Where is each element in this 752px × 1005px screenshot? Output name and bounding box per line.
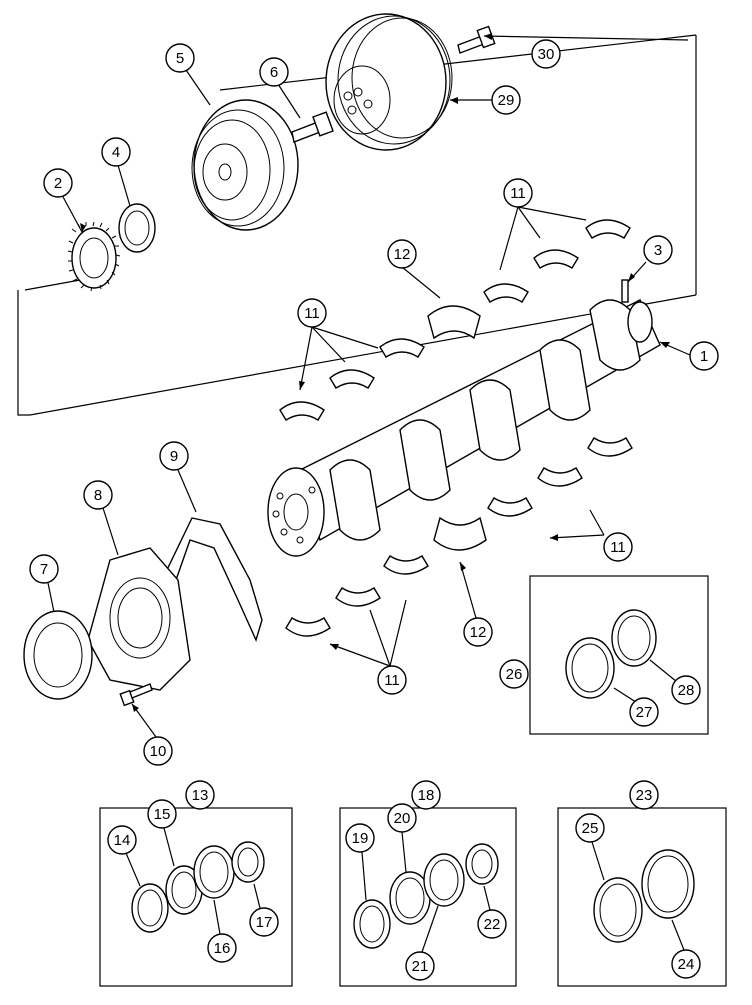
front-group-bracket (17, 35, 697, 416)
pulley-bolt (457, 25, 496, 54)
arrow-heads (80, 33, 670, 712)
callout-8: 8 (83, 480, 113, 510)
callout-14: 14 (107, 825, 137, 855)
callout-23: 23 (629, 780, 659, 810)
svg-text:18: 18 (418, 787, 435, 804)
callout-19: 19 (345, 823, 375, 853)
svg-text:23: 23 (636, 787, 653, 804)
svg-text:20: 20 (394, 810, 411, 827)
callout-11-top-right: 11 (503, 178, 533, 208)
callout-27: 27 (629, 697, 659, 727)
timing-gear (67, 221, 121, 292)
callout-11-lower-left: 11 (377, 665, 407, 695)
svg-text:25: 25 (582, 820, 599, 837)
callout-12-upper: 12 (387, 239, 417, 269)
crankshaft (267, 299, 661, 557)
rear-seal (23, 610, 93, 700)
callout-11-top-left: 11 (297, 298, 327, 328)
callout-13: 13 (185, 780, 215, 810)
svg-text:19: 19 (352, 830, 369, 847)
svg-text:24: 24 (678, 956, 695, 973)
callout-7: 7 (29, 554, 59, 584)
svg-text:22: 22 (484, 916, 501, 933)
dowel-pin (621, 279, 629, 303)
rear-seal-housing (87, 547, 191, 691)
svg-text:8: 8 (94, 487, 102, 504)
svg-text:27: 27 (636, 704, 653, 721)
svg-text:21: 21 (412, 958, 429, 975)
svg-text:10: 10 (150, 743, 167, 760)
callout-24: 24 (671, 949, 701, 979)
svg-text:17: 17 (256, 914, 273, 931)
crankshaft-pulley (325, 13, 453, 151)
callout-20: 20 (387, 803, 417, 833)
lower-bearing-shells (285, 437, 633, 637)
svg-text:1: 1 (700, 348, 708, 365)
kit-18-parts (353, 843, 499, 949)
upper-bearing-shells (279, 219, 631, 421)
svg-text:11: 11 (384, 672, 400, 689)
svg-text:30: 30 (538, 46, 555, 63)
svg-text:14: 14 (114, 832, 131, 849)
callout-29: 29 (491, 85, 521, 115)
callout-15: 15 (147, 799, 177, 829)
kit-box-26 (529, 575, 709, 735)
svg-text:6: 6 (270, 64, 278, 81)
svg-text:28: 28 (678, 682, 695, 699)
callout-2: 2 (43, 168, 73, 198)
callout-9: 9 (159, 441, 189, 471)
callout-10: 10 (143, 736, 173, 766)
kit-23-parts (593, 849, 695, 943)
svg-text:29: 29 (498, 92, 515, 109)
svg-text:9: 9 (170, 448, 178, 465)
kit-26-parts (565, 609, 657, 699)
svg-text:2: 2 (54, 175, 62, 192)
svg-text:3: 3 (654, 242, 662, 259)
callout-17: 17 (249, 907, 279, 937)
callout-6: 6 (259, 57, 289, 87)
svg-text:15: 15 (154, 806, 171, 823)
callouts: 1 2 3 4 5 6 7 8 9 10 11 11 11 11 12 12 1… (29, 39, 719, 981)
callout-25: 25 (575, 813, 605, 843)
damper-bolt (291, 111, 334, 143)
callout-3: 3 (643, 235, 673, 265)
vibration-damper (191, 99, 299, 231)
callout-11-lower-right: 11 (603, 532, 633, 562)
callout-18: 18 (411, 780, 441, 810)
svg-text:11: 11 (304, 305, 320, 322)
callout-30: 30 (531, 39, 561, 69)
front-seal-ring (118, 203, 156, 253)
svg-text:11: 11 (610, 539, 626, 556)
svg-text:7: 7 (40, 561, 48, 578)
callout-12-lower: 12 (463, 617, 493, 647)
callout-26: 26 (499, 659, 529, 689)
svg-text:12: 12 (394, 246, 411, 263)
callout-28: 28 (671, 675, 701, 705)
callout-4: 4 (101, 137, 131, 167)
callout-5: 5 (165, 43, 195, 73)
svg-text:5: 5 (176, 50, 184, 67)
callout-16: 16 (207, 933, 237, 963)
svg-text:13: 13 (192, 787, 209, 804)
svg-text:4: 4 (112, 144, 120, 161)
front-group-bracket-top (219, 34, 697, 91)
svg-text:26: 26 (506, 666, 523, 683)
svg-text:12: 12 (470, 624, 487, 641)
callout-1: 1 (689, 341, 719, 371)
svg-text:16: 16 (214, 940, 231, 957)
housing-bolt (119, 683, 153, 707)
kit-13-parts (131, 841, 265, 933)
svg-text:11: 11 (510, 185, 526, 202)
callout-21: 21 (405, 951, 435, 981)
callout-22: 22 (477, 909, 507, 939)
